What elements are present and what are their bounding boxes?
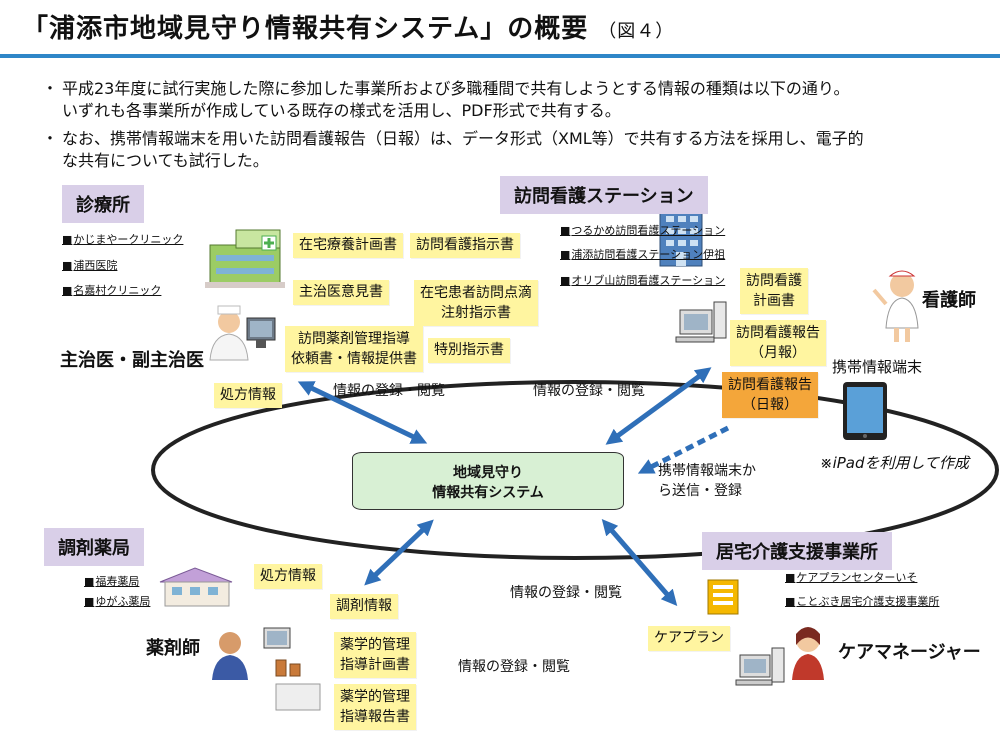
doc-line: 訪問薬剤管理指導 (298, 331, 410, 347)
doc-line: 注射指示書 (441, 305, 511, 321)
doc-care-plan: ケアプラン (648, 626, 730, 651)
mobile-send-line: ら送信・登録 (658, 483, 742, 499)
category-nursing-station: 訪問看護ステーション (500, 176, 708, 214)
doc-prescription-info-pharmacy: 処方情報 (254, 564, 322, 589)
pharmacy-org: ゆがふ薬局 (84, 593, 150, 609)
care-org: ケアプランセンターいそ (785, 569, 917, 585)
clinic-building-icon (205, 229, 285, 288)
doc-nursing-plan: 訪問看護 計画書 (740, 268, 808, 314)
link-label-clinic: 情報の登録・閲覧 (333, 383, 445, 399)
nursing-org: オリブ山訪問看護ステーション (560, 272, 725, 288)
link-label-nursing: 情報の登録・閲覧 (533, 383, 645, 399)
intro-text: な共有についても試行した。 (62, 151, 269, 170)
tablet-icon (843, 382, 887, 440)
doc-nursing-order: 訪問看護指示書 (410, 233, 520, 258)
doc-line: 指導報告書 (340, 709, 410, 725)
intro-text: なお、携帯情報端末を用いた訪問看護報告（日報）は、データ形式（XML等）で共有す… (62, 129, 864, 148)
doc-line: 指導計画書 (340, 657, 410, 673)
nursing-computer-icon (675, 301, 727, 343)
clinic-org: 浦西医院 (62, 257, 117, 273)
clinic-org: 名嘉村クリニック (62, 282, 161, 298)
intro-text: 平成23年度に試行実施した際に参加した事業所および多職種間で共有しようとする情報… (62, 79, 850, 98)
clinic-org: かじまやークリニック (62, 231, 183, 247)
ipad-note: ※iPadを利用して作成 (820, 454, 970, 472)
doc-monthly-report: 訪問看護報告 （月報） (730, 320, 826, 366)
bullet-mark: ・ (42, 129, 59, 148)
arrow-care (601, 518, 678, 607)
care-computer-icon (735, 647, 785, 686)
pharmacy-org: 福寿薬局 (84, 573, 139, 589)
doc-line: 依頼書・情報提供書 (291, 351, 417, 367)
doc-pharmacy-request: 訪問薬剤管理指導 依頼書・情報提供書 (285, 326, 423, 372)
doc-line: 薬学的管理 (340, 637, 410, 653)
arrow-pharmacy (364, 519, 434, 586)
link-label-care: 情報の登録・閲覧 (510, 585, 622, 601)
doc-line: （月報） (750, 345, 806, 361)
doc-pharma-plan: 薬学的管理 指導計画書 (334, 632, 416, 678)
nurse-icon (872, 270, 919, 342)
nursing-org: つるかめ訪問看護ステーション (560, 222, 725, 238)
mobile-send-label: 携帯情報端末か ら送信・登録 (658, 460, 756, 500)
doc-line: （日報） (742, 397, 798, 413)
doc-daily-report: 訪問看護報告 （日報） (722, 372, 818, 418)
care-manager-icon (792, 627, 824, 680)
role-doctor: 主治医・副主治医 (60, 350, 204, 371)
doc-pharma-report: 薬学的管理 指導報告書 (334, 684, 416, 730)
doc-infusion-order: 在宅患者訪問点滴 注射指示書 (414, 280, 538, 326)
title-text: 「浦添市地域見守り情報共有システム」の概要 (22, 14, 589, 44)
category-care-support: 居宅介護支援事業所 (702, 532, 892, 570)
role-care-manager: ケアマネージャー (838, 642, 981, 663)
pharmacy-building-icon (159, 567, 233, 607)
nursing-org: 浦添訪問看護ステーション伊祖 (560, 246, 725, 262)
figure-number: （図４） (598, 21, 675, 42)
doc-line: 訪問看護報告 (728, 377, 812, 393)
category-pharmacy: 調剤薬局 (44, 528, 144, 566)
arrow-clinic (297, 381, 428, 444)
category-clinic: 診療所 (62, 185, 144, 223)
doc-line: 在宅患者訪問点滴 (420, 285, 532, 301)
doc-prescription-info: 処方情報 (214, 383, 282, 408)
network-ellipse (151, 380, 999, 560)
mobile-device-label: 携帯情報端末 (832, 358, 923, 376)
role-pharmacist: 薬剤師 (146, 638, 200, 659)
doc-line: 訪問看護 (746, 273, 802, 289)
intro-bullet-2: ・ なお、携帯情報端末を用いた訪問看護報告（日報）は、データ形式（XML等）で共… (42, 128, 864, 172)
pharmacist-icon (212, 627, 321, 711)
bullet-mark: ・ (42, 79, 59, 98)
central-line-1: 地域見守り (453, 465, 523, 481)
title-divider (0, 54, 1000, 58)
doc-dispensing-info: 調剤情報 (330, 594, 398, 619)
mobile-send-line: 携帯情報端末か (658, 463, 756, 479)
doc-special-order: 特別指示書 (428, 338, 510, 363)
doc-line: 計画書 (753, 293, 795, 309)
doc-physician-opinion: 主治医意見書 (293, 280, 389, 305)
page-title: 「浦添市地域見守り情報共有システム」の概要 （図４） (22, 8, 674, 45)
care-org: ことぶき居宅介護支援事業所 (785, 593, 939, 609)
central-system: 地域見守り 情報共有システム (352, 452, 624, 510)
intro-bullet-1: ・ 平成23年度に試行実施した際に参加した事業所および多職種間で共有しようとする… (42, 78, 850, 122)
care-building-icon (707, 579, 739, 615)
intro-text: いずれも各事業所が作成している既存の様式を活用し、PDF形式で共有する。 (62, 101, 621, 120)
doc-line: 薬学的管理 (340, 689, 410, 705)
central-line-2: 情報共有システム (432, 485, 544, 501)
role-nurse: 看護師 (922, 290, 976, 311)
doc-home-care-plan: 在宅療養計画書 (293, 233, 403, 258)
link-label-pharmacy: 情報の登録・閲覧 (458, 659, 570, 675)
arrow-mobile (637, 425, 730, 474)
doctor-icon (209, 305, 276, 361)
doc-line: 訪問看護報告 (736, 325, 820, 341)
arrow-nursing (605, 367, 712, 445)
